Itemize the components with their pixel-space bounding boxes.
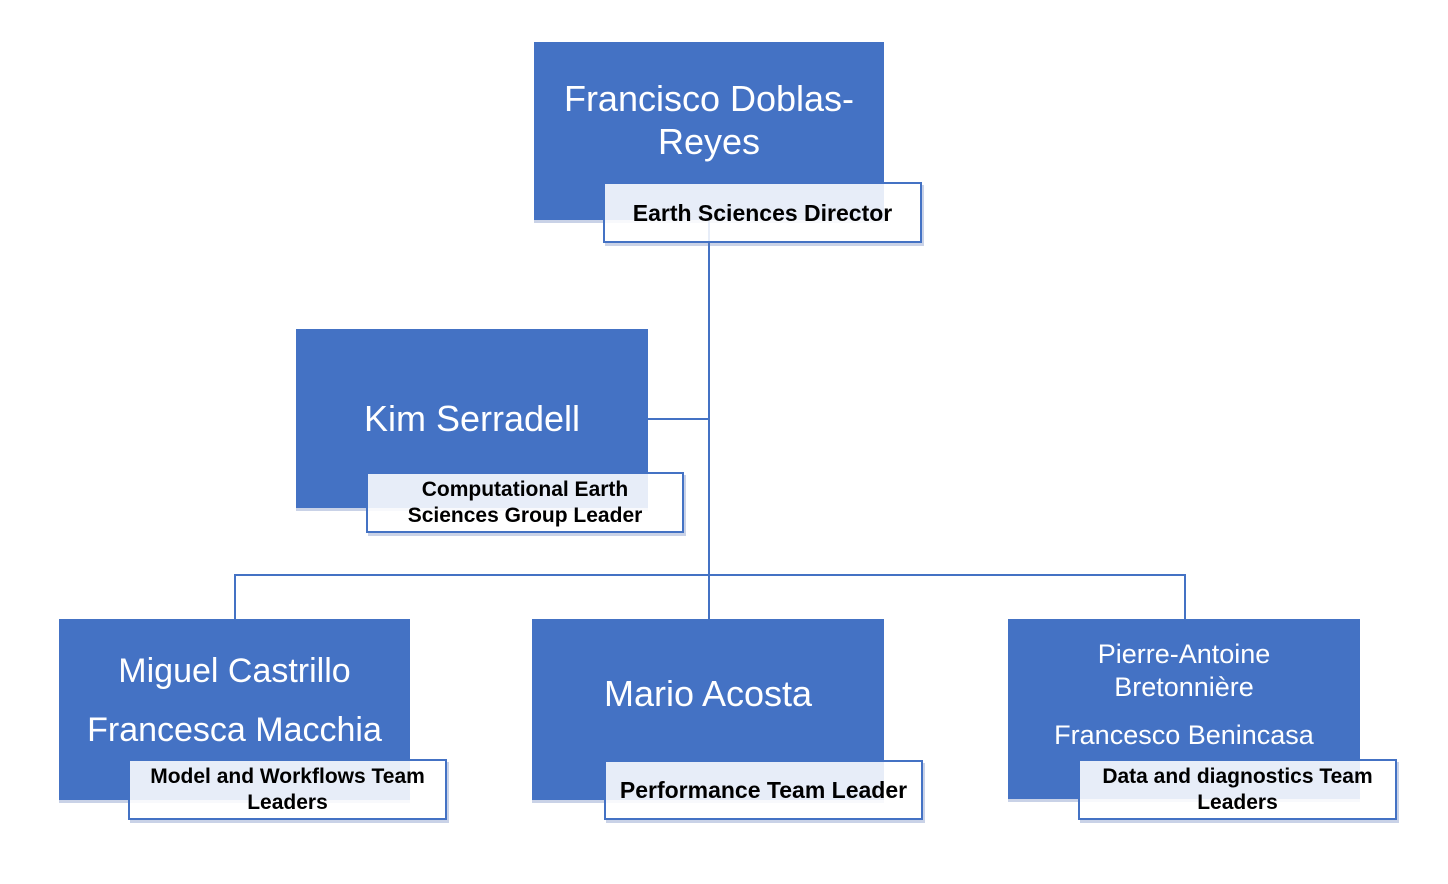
person-name-performance: Mario Acosta	[603, 673, 813, 715]
connector-drop-model-workflows	[234, 574, 236, 620]
role-text-group-leader-line2: Sciences Group Leader	[407, 503, 643, 527]
connector-teams-horizontal-line	[234, 574, 1186, 576]
role-label-director: Earth Sciences Director	[603, 182, 922, 243]
role-label-model-workflows: Model and Workflows Team Leaders	[128, 759, 447, 820]
role-text-performance-line1: Performance Team Leader	[619, 777, 908, 803]
person-name-data-diagnostics-1: Pierre-Antoine Bretonnière	[1097, 639, 1271, 702]
person-name-director: Francisco Doblas-Reyes	[563, 77, 855, 162]
connector-director-vertical-line	[708, 220, 710, 620]
role-text-model-workflows-line2: Leaders	[247, 790, 328, 814]
person-name-model-workflows-2: Francesca Macchia	[87, 711, 382, 749]
role-text-data-diagnostics-line1: Data and diagnostics Team	[1102, 764, 1373, 788]
person-name-group-leader: Kim Serradell	[363, 397, 581, 439]
role-label-group-leader: Computational Earth Sciences Group Leade…	[366, 472, 684, 533]
role-label-data-diagnostics: Data and diagnostics Team Leaders	[1078, 759, 1397, 820]
role-text-model-workflows-line1: Model and Workflows Team	[150, 764, 425, 788]
person-name-model-workflows-1: Miguel Castrillo	[118, 652, 351, 691]
role-text-data-diagnostics-line2: Leaders	[1197, 790, 1278, 814]
role-text-group-leader-line1: Computational Earth	[421, 477, 629, 501]
connector-group-leader-stub	[648, 418, 710, 420]
person-name-data-diagnostics-2: Francesco Benincasa	[1054, 720, 1314, 751]
role-label-performance: Performance Team Leader	[604, 760, 923, 820]
role-text-director-line1: Earth Sciences Director	[632, 199, 893, 226]
connector-drop-data-diagnostics	[1184, 574, 1186, 620]
